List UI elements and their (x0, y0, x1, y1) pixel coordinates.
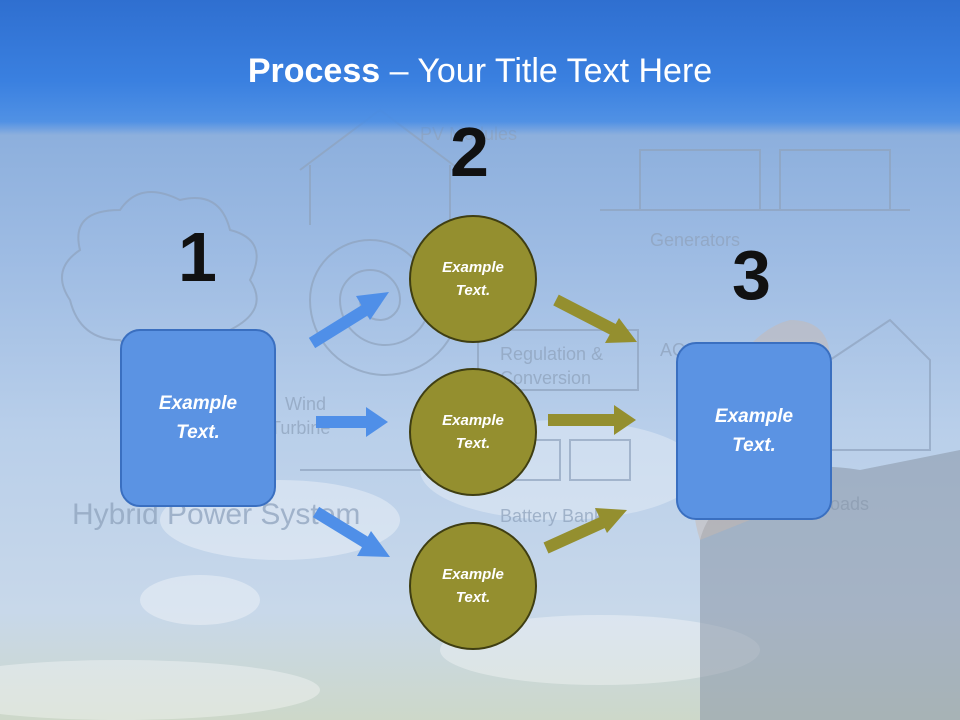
step-3-box: Example Text. (676, 342, 832, 520)
slide-title: Process – Your Title Text Here (0, 52, 960, 91)
circle-top-line2: Text. (455, 282, 491, 299)
step-1-box: Example Text. (120, 329, 276, 507)
bg-label-battery: Battery Bank (500, 506, 604, 526)
bg-label-conversion: Conversion (500, 368, 591, 388)
title-band (0, 0, 960, 135)
step-1-line2: Text. (176, 422, 220, 443)
step-number-1: 1 (178, 218, 217, 296)
arrow-box-to-circle-bottom (312, 506, 390, 557)
arrow-circle-bottom-to-box (543, 508, 627, 554)
step-3-line2: Text. (732, 435, 776, 456)
bg-label-regulation: Regulation & (500, 344, 603, 364)
bg-label-turbine: Turbine (270, 418, 330, 438)
step-3-line1: Example (714, 406, 794, 427)
step-2-circle-top: Example Text. (409, 215, 537, 343)
step-1-line1: Example (158, 393, 238, 414)
title-bold: Process (247, 52, 381, 90)
circle-bottom-line1: Example (442, 566, 504, 583)
circle-top-line1: Example (442, 259, 504, 276)
circle-bottom-line2: Text. (455, 589, 491, 606)
arrow-circle-mid-to-box (548, 405, 636, 435)
bg-label-wind: Wind (285, 394, 326, 414)
circle-mid-line2: Text. (455, 435, 491, 452)
arrow-circle-top-to-box (553, 294, 637, 343)
step-2-circle-bottom: Example Text. (409, 522, 537, 650)
arrow-box-to-circle-top (308, 292, 389, 349)
step-number-3: 3 (732, 236, 771, 314)
step-number-2: 2 (450, 113, 489, 191)
arrow-box-to-circle-mid (316, 407, 388, 437)
circle-mid-line1: Example (442, 412, 504, 429)
title-rest: – Your Title Text Here (380, 52, 713, 90)
bg-label-generators: Generators (650, 230, 740, 250)
step-2-circle-middle: Example Text. (409, 368, 537, 496)
